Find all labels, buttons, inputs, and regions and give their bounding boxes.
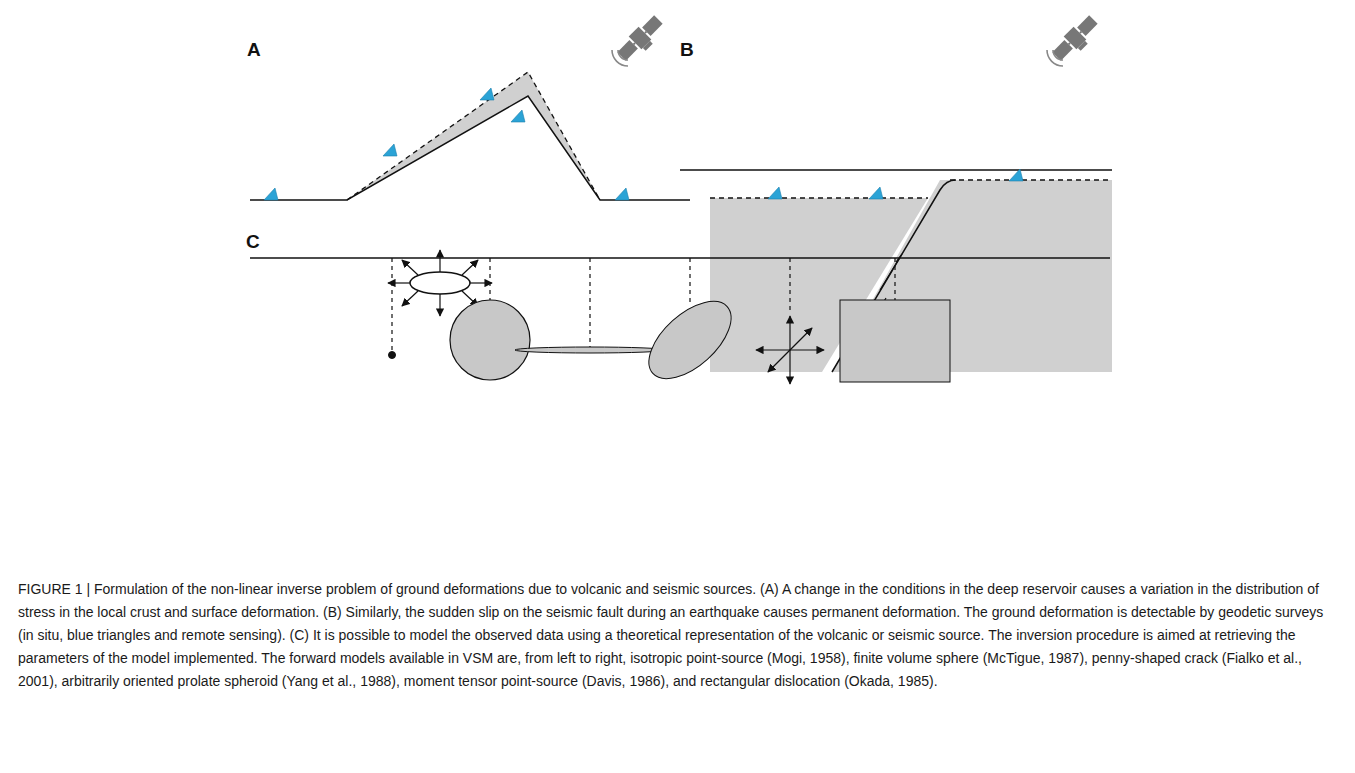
volcano-panel (250, 13, 690, 316)
panel-letter: C (246, 232, 260, 251)
panel-letter: B (680, 40, 694, 59)
panel-letter: A (247, 40, 261, 59)
figure-caption: FIGURE 1 | Formulation of the non-linear… (18, 578, 1338, 693)
source-models (250, 258, 1110, 393)
